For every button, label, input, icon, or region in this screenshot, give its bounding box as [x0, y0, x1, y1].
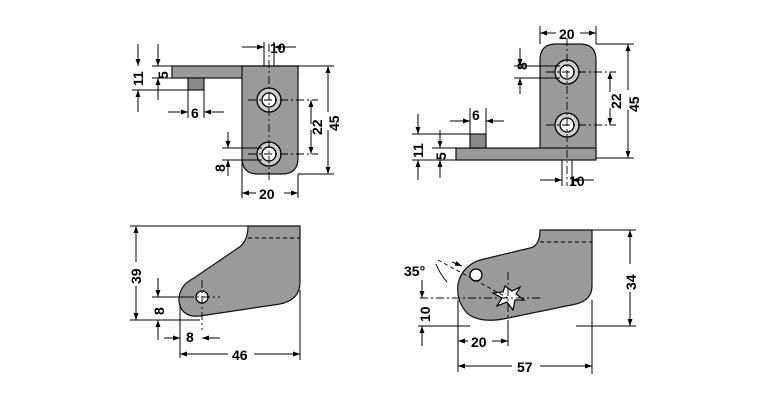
dim-5-left-mirror: 5 — [433, 152, 449, 160]
dim-20-top: 20 — [559, 26, 575, 42]
dim-5-left: 5 — [155, 71, 171, 79]
view-bottom-left: 39 8 8 46 — [128, 225, 301, 363]
dim-45-right: 45 — [326, 115, 342, 131]
view-top-right: 20 8 22 45 6 11 5 — [410, 26, 642, 189]
dim-6-mirror: 6 — [472, 107, 480, 123]
dim-22-right-mirror: 22 — [608, 93, 624, 109]
bracket-tab — [187, 77, 205, 91]
bracket-side-profile — [178, 225, 301, 317]
bracket-plate — [241, 65, 299, 175]
dim-35-deg: 35° — [404, 263, 425, 279]
dim-10-vertical: 10 — [417, 306, 433, 322]
star-cutout — [491, 285, 526, 312]
view-top-left: 10 5 11 6 22 45 8 — [130, 40, 342, 202]
dim-34: 34 — [623, 274, 639, 290]
dim-8-horizontal: 8 — [186, 329, 194, 345]
bracket-tab-mirror — [469, 133, 487, 149]
dim-46: 46 — [232, 347, 248, 363]
dim-10-bottom: 10 — [569, 173, 585, 189]
dim-45-right-mirror: 45 — [626, 96, 642, 112]
dim-39: 39 — [128, 268, 144, 284]
dim-6: 6 — [191, 105, 199, 121]
dim-11-left-mirror: 11 — [410, 143, 426, 158]
dim-20-bottom: 20 — [259, 186, 275, 202]
dim-8-vertical: 8 — [151, 307, 167, 315]
dim-11-left: 11 — [130, 71, 146, 86]
dim-22-right: 22 — [309, 119, 325, 135]
dim-57: 57 — [517, 359, 533, 375]
dim-20-horizontal: 20 — [471, 334, 487, 350]
view-bottom-right: 35° 34 10 20 57 — [404, 229, 639, 375]
dim-10-top: 10 — [270, 40, 286, 56]
bracket-base-bar-mirror — [455, 147, 597, 161]
dim-8-left: 8 — [212, 164, 228, 172]
hole-small — [469, 268, 483, 282]
dim-8-left-mirror: 8 — [514, 62, 530, 70]
